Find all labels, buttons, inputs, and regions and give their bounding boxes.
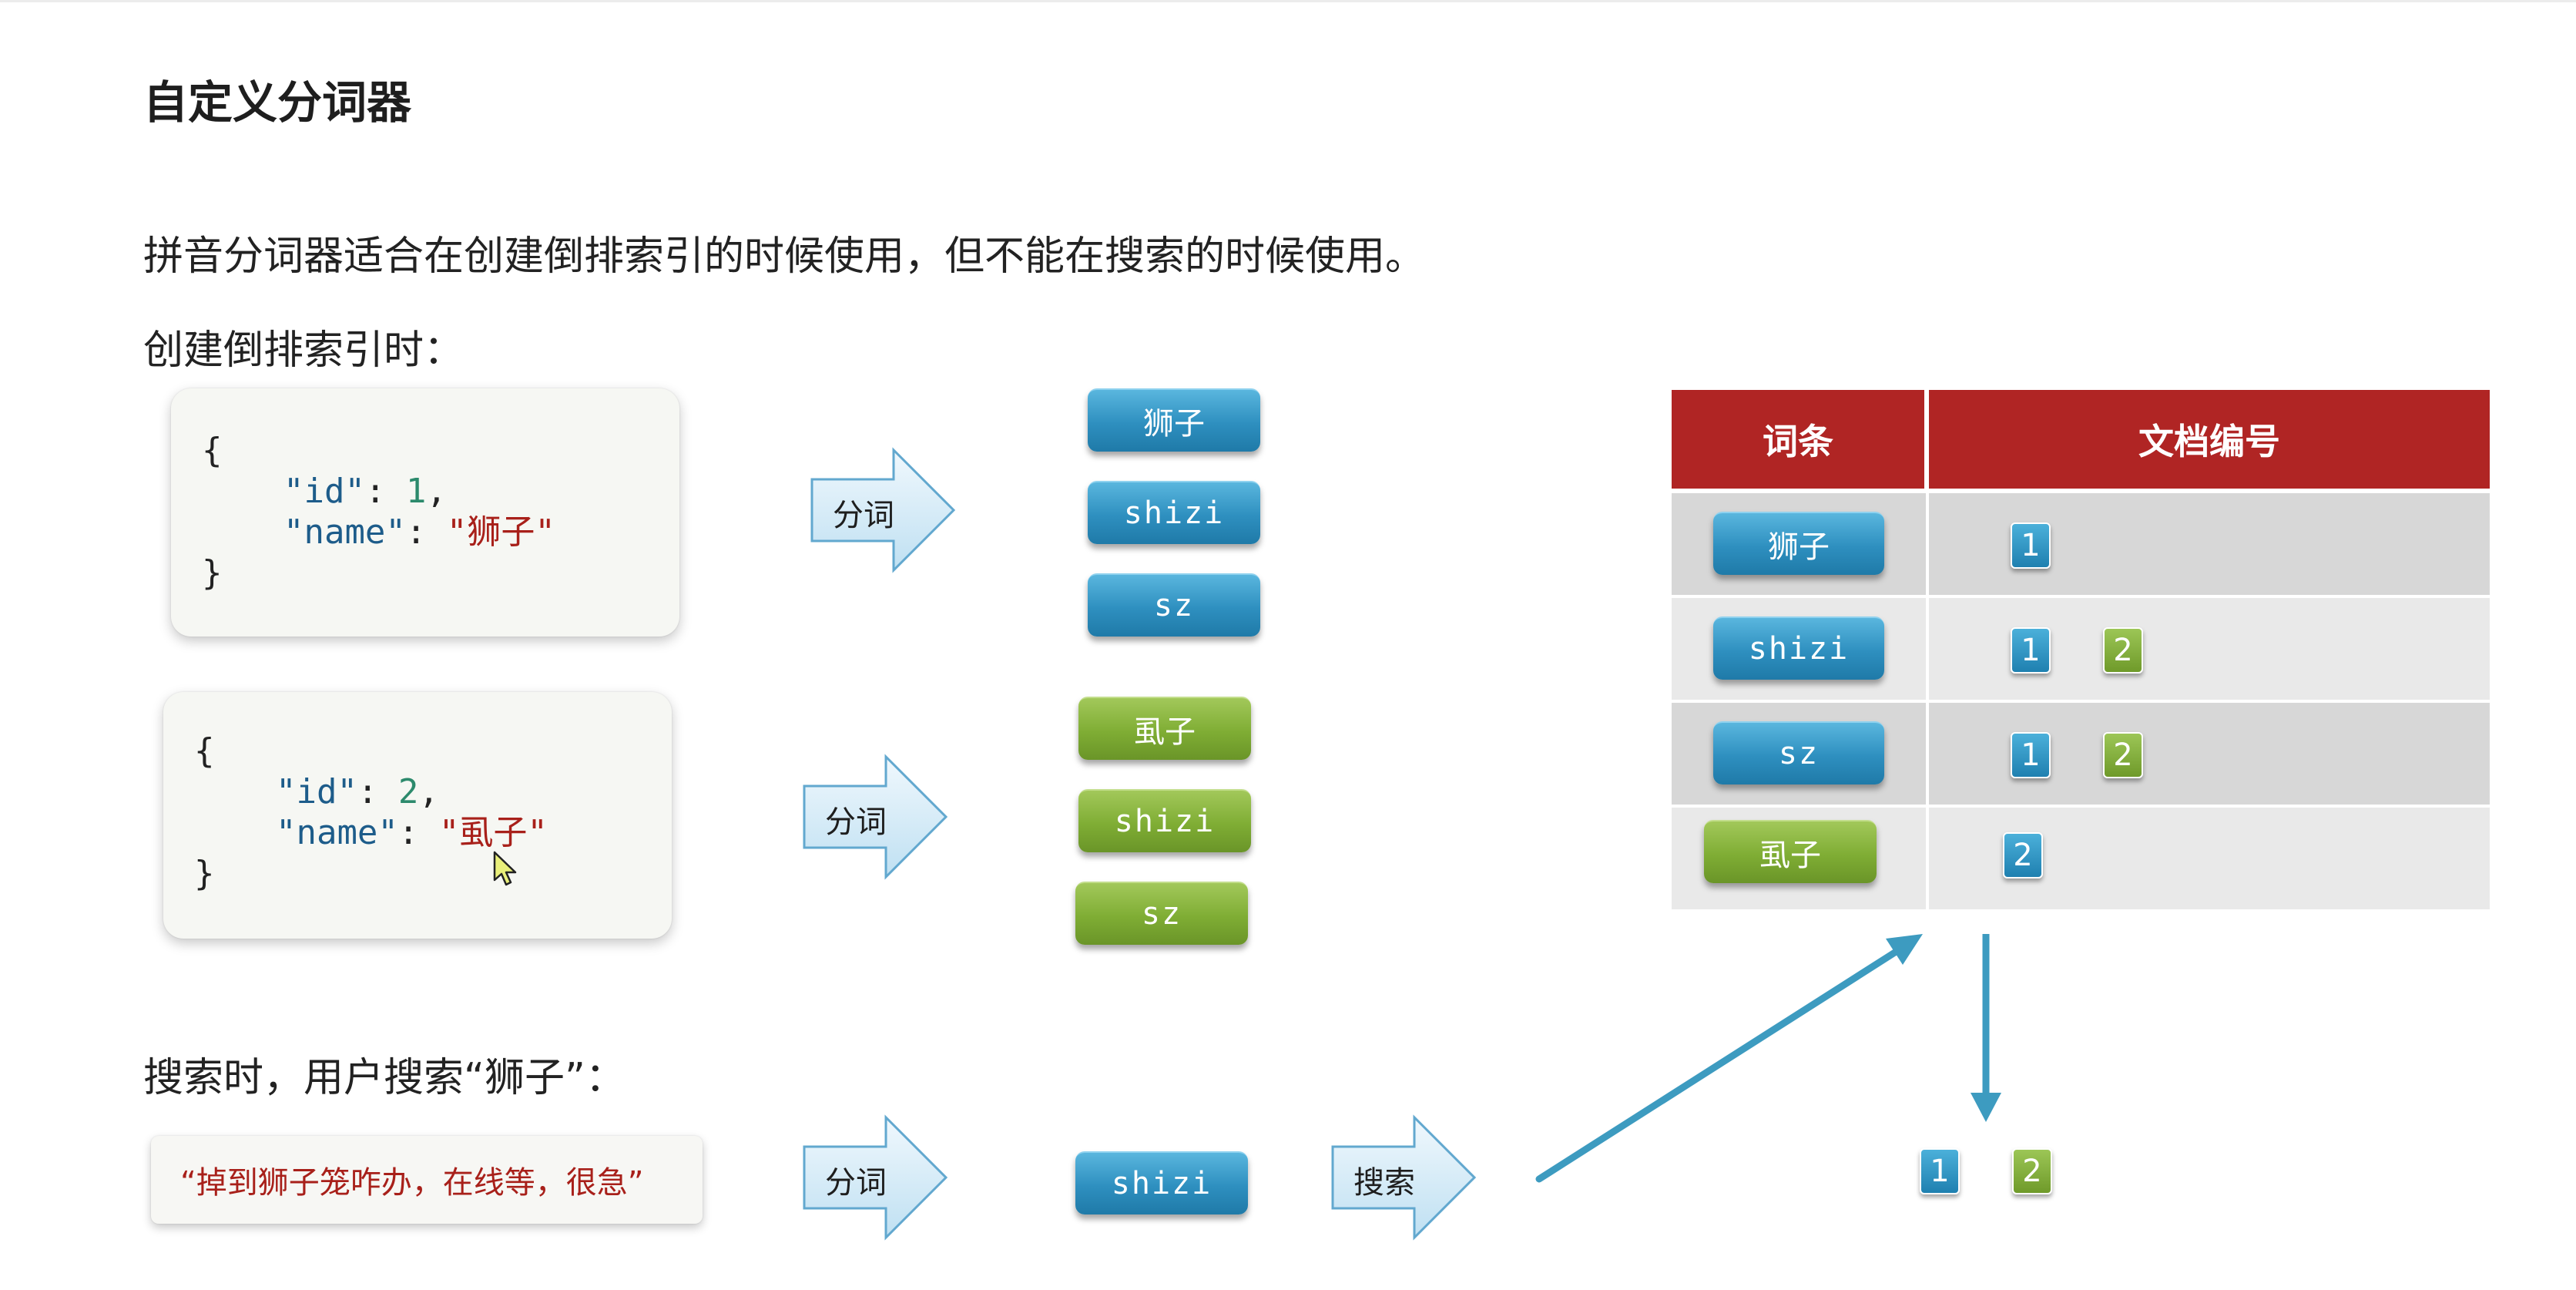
doc-id-badge: 1 xyxy=(2011,627,2051,674)
json-code-1: { "id": 1, "name": "狮子" } xyxy=(202,431,555,593)
doc-id-badge: 1 xyxy=(2011,732,2051,778)
term-chip-doc1-2: shizi xyxy=(1088,481,1260,544)
term-chip-doc2-1: 虱子 xyxy=(1078,697,1251,760)
term-chip-doc2-2: shizi xyxy=(1078,789,1251,852)
term-chip-doc1-1: 狮子 xyxy=(1088,388,1260,452)
query-text: “掉到狮子笼咋办，在线等，很急” xyxy=(180,1165,644,1201)
query-term-chip: shizi xyxy=(1075,1151,1248,1214)
table-header-doc-ids: 文档编号 xyxy=(1929,390,2490,489)
document-card-1: { "id": 1, "name": "狮子" } xyxy=(171,388,679,637)
create-index-label: 创建倒排索引时： xyxy=(143,328,465,374)
search-label-text: 搜索时，用户搜索“狮子”： xyxy=(143,1055,626,1101)
doc-id-badge: 1 xyxy=(2011,522,2051,569)
table-column-divider xyxy=(1926,493,1929,909)
tokenize-label-2: 分词 xyxy=(825,805,887,840)
tokenize-label-1: 分词 xyxy=(833,498,894,533)
search-label: 搜索 xyxy=(1353,1165,1415,1201)
table-header-term: 词条 xyxy=(1672,390,1924,489)
document-card-2: { "id": 2, "name": "虱子" } xyxy=(163,692,672,939)
page-title: 自定义分词器 xyxy=(143,76,412,129)
doc-id-badge: 2 xyxy=(2003,832,2043,878)
table-term-chip-3: sz xyxy=(1713,721,1884,784)
tokenize-arrow-3: 分词 xyxy=(801,1114,949,1241)
result-id-badge: 1 xyxy=(1920,1148,1960,1194)
json-code-2: { "id": 2, "name": "虱子" } xyxy=(194,731,548,893)
table-term-chip-1: 狮子 xyxy=(1713,512,1884,575)
tokenize-arrow-2: 分词 xyxy=(801,754,949,880)
search-arrow: 搜索 xyxy=(1330,1114,1478,1241)
table-term-chip-2: shizi xyxy=(1713,616,1884,680)
mouse-cursor-icon xyxy=(493,851,517,886)
tokenize-label-3: 分词 xyxy=(825,1165,887,1201)
doc-id-badge: 2 xyxy=(2103,627,2143,674)
result-id-badge: 2 xyxy=(2012,1148,2052,1194)
intro-text: 拼音分词器适合在创建倒排索引的时候使用，但不能在搜索的时候使用。 xyxy=(143,233,1426,280)
table-term-chip-4: 虱子 xyxy=(1704,820,1877,883)
query-card: “掉到狮子笼咋办，在线等，很急” xyxy=(151,1136,703,1224)
doc-id-badge: 2 xyxy=(2103,732,2143,778)
term-chip-doc1-3: sz xyxy=(1088,573,1260,637)
term-chip-doc2-3: sz xyxy=(1075,882,1248,945)
tokenize-arrow-1: 分词 xyxy=(809,447,957,573)
top-divider xyxy=(0,0,2576,2)
